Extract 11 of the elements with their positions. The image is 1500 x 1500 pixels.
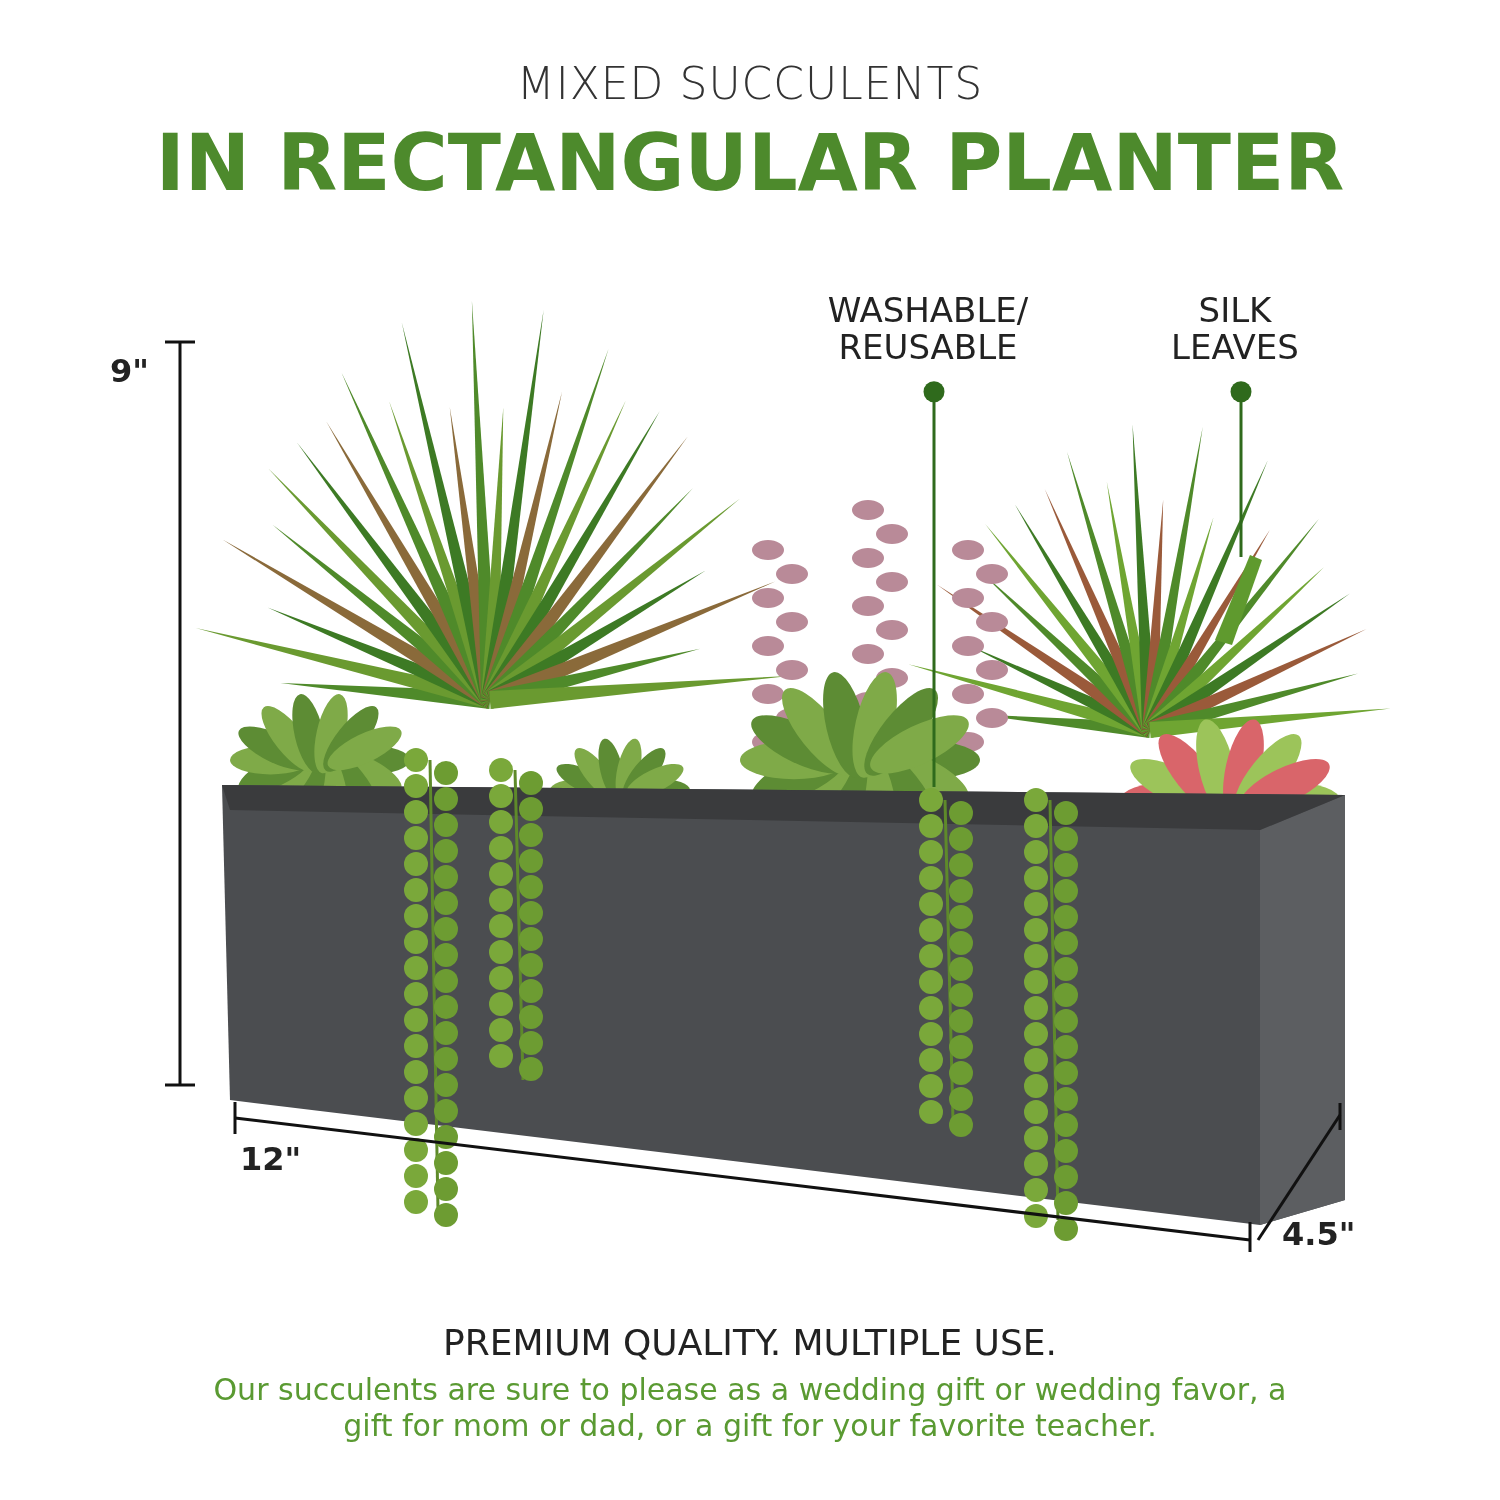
leader-line bbox=[923, 381, 945, 787]
callout-label: WASHABLE/ REUSABLE bbox=[808, 292, 1048, 367]
dimension-label: 9" bbox=[110, 352, 149, 390]
title: MIXED SUCCULENTS bbox=[515, 58, 985, 109]
heading: IN RECTANGULAR PLANTER bbox=[154, 118, 1346, 208]
dimension-label: 4.5" bbox=[1282, 1215, 1356, 1253]
dimension-label: 12" bbox=[240, 1140, 302, 1178]
subheading: PREMIUM QUALITY. MULTIPLE USE. bbox=[442, 1322, 1058, 1363]
leader-line bbox=[1230, 381, 1252, 557]
callout-label: SILK LEAVES bbox=[1140, 292, 1330, 367]
caption: Our succulents are sure to please as a wedding gift or wedding favor, a gift for mom or dad, or a gift for your favorite teacher. bbox=[212, 1372, 1288, 1444]
